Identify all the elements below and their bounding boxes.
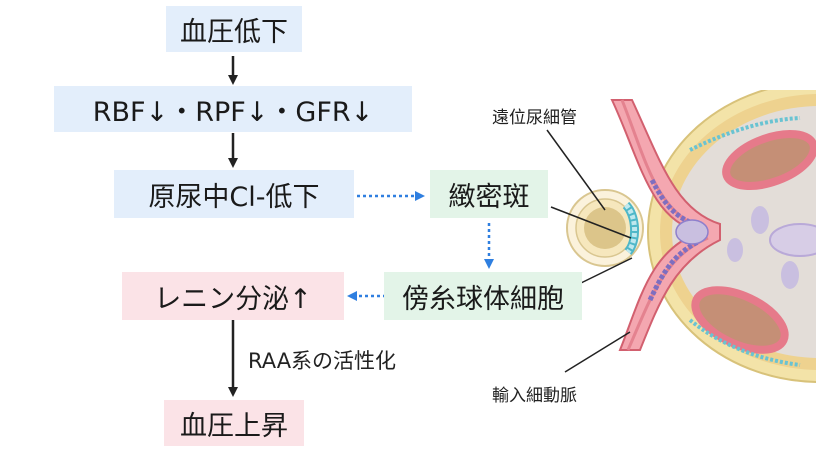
macula-densa-box: 緻密斑 — [430, 170, 548, 218]
bp-drop-text: 血圧低下 — [180, 16, 288, 48]
flow-drop-text: RBF↓・RPF↓・GFR↓ — [92, 96, 374, 128]
bp-rise-box: 血圧上昇 — [164, 400, 304, 446]
macula-densa-text: 緻密斑 — [448, 181, 530, 213]
flow-drop-box: RBF↓・RPF↓・GFR↓ — [54, 86, 412, 132]
distal-tubule-label: 遠位尿細管 — [492, 108, 577, 128]
renin-text: レニン分泌↑ — [154, 283, 312, 315]
leader-jg — [580, 257, 633, 284]
leader-distal-tubule — [546, 129, 606, 211]
juxtaglomerular-box: 傍糸球体細胞 — [384, 272, 582, 320]
cl-drop-box: 原尿中Cl-低下 — [114, 170, 354, 218]
renin-box: レニン分泌↑ — [122, 272, 344, 320]
cl-drop-text: 原尿中Cl-低下 — [148, 181, 320, 213]
glomerulus-illustration — [566, 90, 816, 383]
leader-afferent — [564, 331, 631, 373]
afferent-arteriole-label: 輸入細動脈 — [492, 386, 577, 406]
bp-rise-text: 血圧上昇 — [180, 410, 288, 442]
raa-label: RAA系の活性化 — [248, 349, 397, 373]
juxtaglomerular-text: 傍糸球体細胞 — [402, 283, 564, 315]
leader-macula — [550, 206, 632, 239]
afferent-arteriole-shape — [610, 99, 721, 351]
bp-drop-box: 血圧低下 — [166, 6, 302, 52]
